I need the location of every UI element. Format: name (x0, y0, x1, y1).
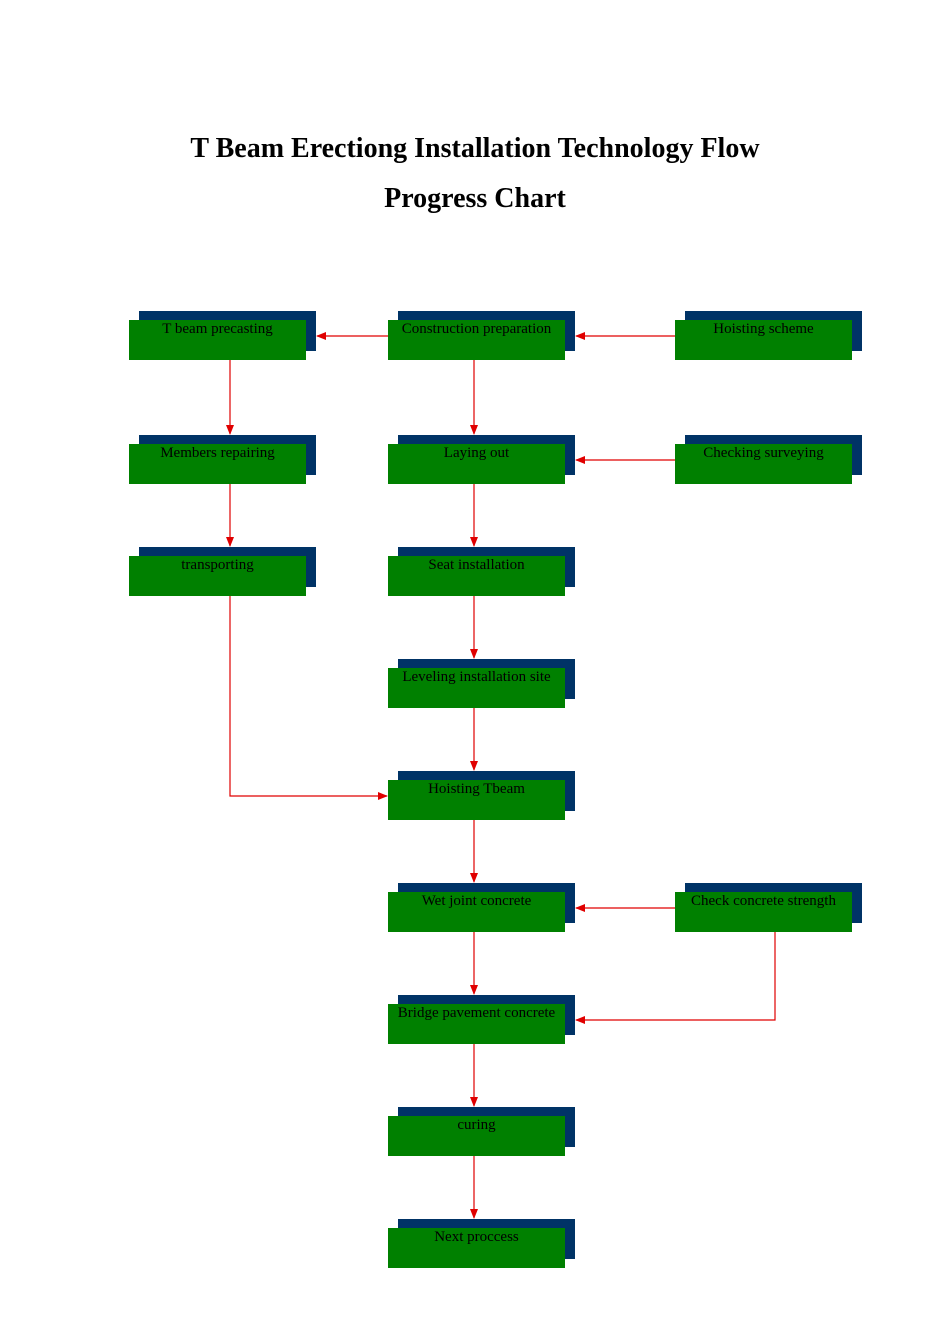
node-wet-joint-concrete: Wet joint concrete (388, 883, 575, 933)
node-label: Construction preparation (388, 320, 565, 360)
node-label: Wet joint concrete (388, 892, 565, 932)
chart-title-line-2: Progress Chart (384, 183, 566, 214)
node-checking-surveying: Checking surveying (675, 435, 862, 485)
node-hoisting-scheme: Hoisting scheme (675, 311, 862, 361)
node-label: Next proccess (388, 1228, 565, 1268)
node-check-concrete-strength: Check concrete strength (675, 883, 862, 933)
node-next-process: Next proccess (388, 1219, 575, 1269)
node-leveling-installation-site: Leveling installation site (388, 659, 575, 709)
node-hoisting-tbeam: Hoisting Tbeam (388, 771, 575, 821)
arrow-check-concrete-strength-to-bridge-pavement-concrete (575, 932, 776, 1024)
node-label: Bridge pavement concrete (388, 1004, 565, 1044)
node-construction-preparation: Construction preparation (388, 311, 575, 361)
node-transporting: transporting (129, 547, 316, 597)
node-label: Hoisting scheme (675, 320, 852, 360)
node-label: Hoisting Tbeam (388, 780, 565, 820)
node-label: Checking surveying (675, 444, 852, 484)
node-label: Seat installation (388, 556, 565, 596)
node-label: Leveling installation site (388, 668, 565, 708)
node-t-beam-precasting: T beam precasting (129, 311, 316, 361)
node-seat-installation: Seat installation (388, 547, 575, 597)
chart-title-line-1: T Beam Erectiong Installation Technology… (190, 133, 760, 164)
node-members-repairing: Members repairing (129, 435, 316, 485)
node-label: curing (388, 1116, 565, 1156)
node-label: Members repairing (129, 444, 306, 484)
node-label: Laying out (388, 444, 565, 484)
node-label: transporting (129, 556, 306, 596)
node-curing: curing (388, 1107, 575, 1157)
node-label: T beam precasting (129, 320, 306, 360)
node-bridge-pavement-concrete: Bridge pavement concrete (388, 995, 575, 1045)
node-laying-out: Laying out (388, 435, 575, 485)
arrow-transporting-to-hoisting-tbeam (229, 596, 388, 800)
node-label: Check concrete strength (675, 892, 852, 932)
